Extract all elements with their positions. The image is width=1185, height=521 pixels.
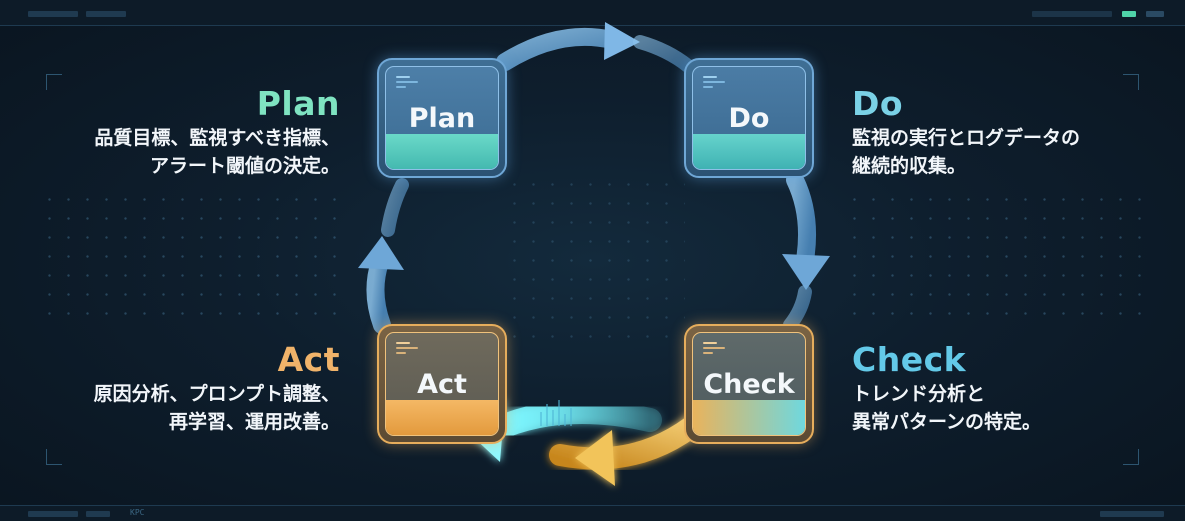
act-box-lines: [396, 342, 418, 357]
plan-box-face: Plan: [385, 66, 499, 170]
dot-grid-center: [505, 175, 685, 345]
plan-text-block: Plan 品質目標、監視すべき指標、 アラート閾値の決定。: [40, 84, 340, 180]
do-box-lines: [703, 76, 725, 91]
hud-indicator: [1122, 11, 1136, 17]
hud-segment: [86, 511, 110, 517]
plan-box-lines: [396, 76, 418, 91]
plan-title: Plan: [256, 84, 340, 123]
check-box-lines: [703, 342, 725, 357]
check-text-block: Check トレンド分析と 異常パターンの特定。: [852, 340, 1152, 436]
corner-bracket: [46, 74, 62, 90]
do-box-fill: [693, 134, 805, 169]
do-text-block: Do 監視の実行とログデータの 継続的収集。: [852, 84, 1152, 180]
plan-desc-line1: 品質目標、監視すべき指標、: [94, 127, 340, 149]
cycle-arrow-icon: [783, 285, 812, 332]
hud-segment: [1032, 11, 1112, 17]
cycle-arrow-icon: [604, 22, 640, 60]
signal-bars: [540, 400, 572, 426]
act-box-face: Act: [385, 332, 499, 436]
hud-segment: [1146, 11, 1164, 17]
plan-box: Plan: [377, 58, 507, 178]
cycle-arrow-icon: [496, 27, 621, 71]
plan-desc-line2: アラート閾値の決定。: [149, 155, 340, 177]
check-desc-line1: トレンド分析と: [852, 383, 986, 405]
footer-code: KPC: [130, 508, 145, 517]
check-box-fill: [693, 400, 805, 435]
act-box-label: Act: [417, 369, 467, 400]
cycle-arrow-icon: [381, 178, 409, 237]
hud-segment: [86, 11, 126, 17]
corner-bracket: [1123, 74, 1139, 90]
check-box-label: Check: [703, 369, 795, 400]
act-desc-line2: 再学習、運用改善。: [168, 411, 340, 433]
corner-bracket: [46, 449, 62, 465]
cycle-arrow-icon: [786, 171, 817, 269]
hud-top-bar: [0, 0, 1185, 26]
check-box: Check: [684, 324, 814, 444]
corner-bracket: [1123, 449, 1139, 465]
cycle-arrow-icon: [782, 254, 830, 290]
cycle-arrow-icon: [633, 35, 695, 73]
act-box-fill: [386, 400, 498, 435]
hud-segment: [28, 511, 78, 517]
hud-segment: [28, 11, 78, 17]
do-title: Do: [852, 84, 904, 123]
act-desc-line1: 原因分析、プロンプト調整、: [93, 383, 340, 405]
hud-bottom-bar: KPC: [0, 505, 1185, 521]
glow-arrow-icon: [483, 400, 662, 442]
plan-box-fill: [386, 134, 498, 169]
act-title: Act: [277, 340, 340, 379]
do-box-label: Do: [728, 103, 770, 134]
dot-grid-right: [845, 190, 1145, 330]
check-desc-line2: 異常パターンの特定。: [852, 411, 1042, 433]
glow-arrow-icon: [575, 430, 615, 486]
check-title: Check: [852, 340, 967, 379]
act-text-block: Act 原因分析、プロンプト調整、 再学習、運用改善。: [40, 340, 340, 436]
do-desc-line1: 監視の実行とログデータの: [852, 127, 1081, 149]
do-box-face: Do: [692, 66, 806, 170]
plan-box-label: Plan: [408, 103, 476, 134]
dot-grid-left: [40, 190, 340, 330]
act-box: Act: [377, 324, 507, 444]
check-box-face: Check: [692, 332, 806, 436]
cycle-arrow-icon: [358, 236, 404, 270]
do-box: Do: [684, 58, 814, 178]
hud-segment: [1100, 511, 1164, 517]
do-desc-line2: 継続的収集。: [852, 155, 967, 177]
cycle-arrow-icon: [366, 253, 391, 334]
